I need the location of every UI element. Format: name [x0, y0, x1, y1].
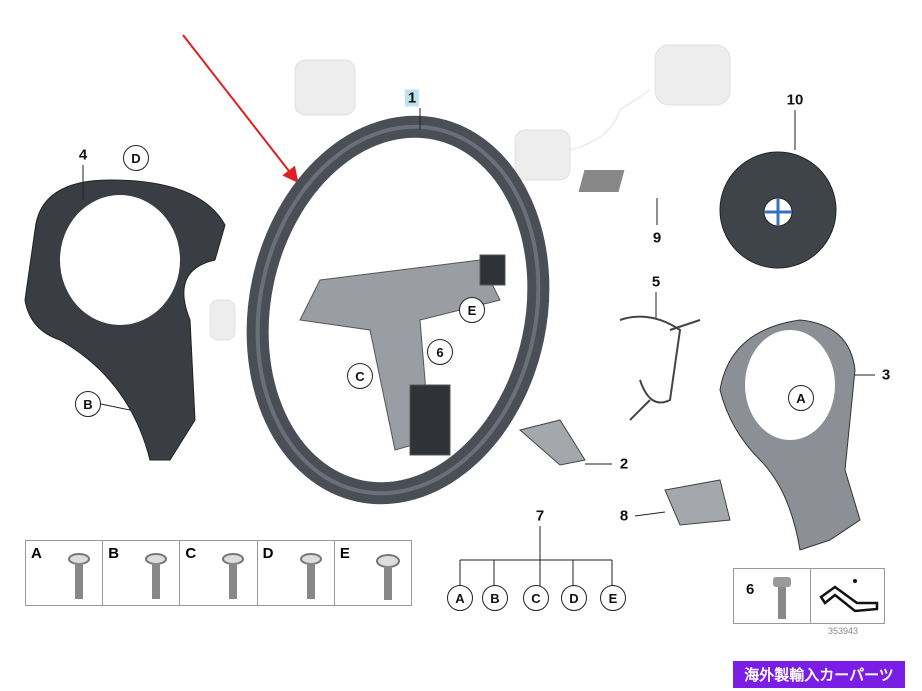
callout-2: 2 [619, 455, 629, 473]
screw-cell-c: C [180, 541, 258, 605]
screw-icon [68, 553, 90, 599]
set7-c: C [523, 585, 549, 611]
kit-box: 6 [733, 568, 885, 624]
circle-6: 6 [427, 339, 453, 365]
callout-4: 4 [78, 146, 88, 164]
part-5-harness [619, 315, 701, 421]
set7-a: A [447, 585, 473, 611]
ghost-parts [209, 44, 731, 341]
kit-tool-cell [811, 569, 884, 623]
circle-b: B [75, 391, 101, 417]
circle-d: D [123, 145, 149, 171]
circle-e: E [459, 297, 485, 323]
part-9 [578, 170, 625, 192]
steering-wheel [246, 115, 550, 505]
part-8 [664, 479, 731, 526]
red-arrow [182, 34, 299, 184]
screw-icon [222, 553, 245, 599]
circle-a: A [788, 385, 814, 411]
shop-badge: 海外製輸入カーパーツ [733, 661, 905, 688]
callout-10: 10 [786, 91, 804, 109]
screw-icon [145, 553, 168, 599]
screw-cell-d: D [258, 541, 335, 605]
callout-3: 3 [881, 366, 891, 384]
part-number: 353943 [828, 626, 859, 636]
allen-key-icon [819, 579, 879, 613]
callout-5: 5 [651, 273, 661, 291]
circle-c: C [347, 363, 373, 389]
bolt-icon [773, 577, 791, 619]
screw-cell-e: E [335, 541, 411, 605]
callout-1: 1 [404, 89, 420, 107]
set7-e: E [600, 585, 626, 611]
set7-d: D [561, 585, 587, 611]
set7-b: B [482, 585, 508, 611]
wheel-spokes [299, 254, 506, 456]
part-2 [518, 419, 586, 466]
callout-7: 7 [535, 507, 545, 525]
kit-bolt-cell: 6 [734, 569, 811, 623]
set-7-tree [459, 526, 613, 586]
screw-icon [375, 554, 400, 600]
callout-9: 9 [652, 229, 662, 247]
callout-8: 8 [619, 507, 629, 525]
screw-cell-b: B [103, 541, 181, 605]
screw-cell-a: A [26, 541, 104, 605]
screw-icon [299, 553, 322, 599]
screw-table: A B C D E [25, 540, 412, 606]
